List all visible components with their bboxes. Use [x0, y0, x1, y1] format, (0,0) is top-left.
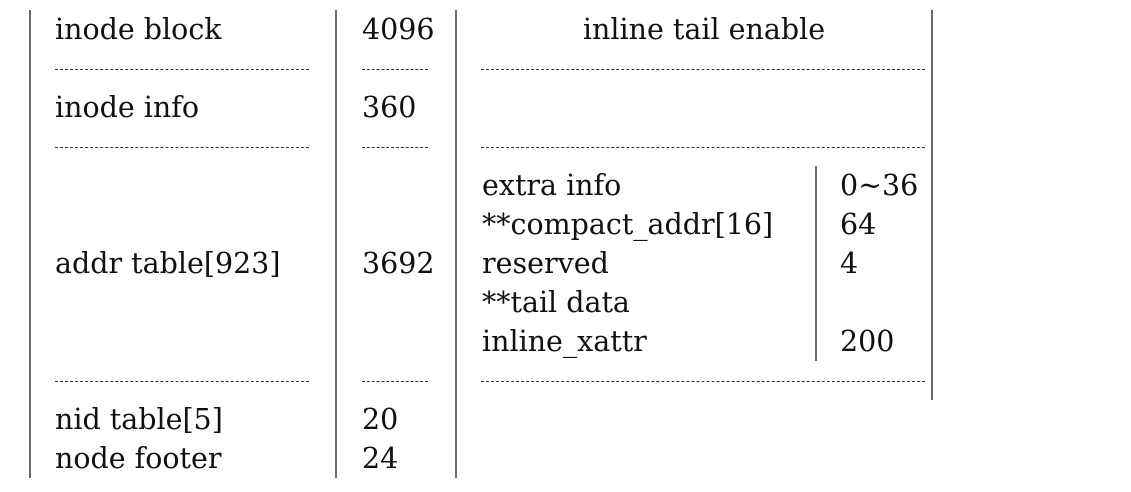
row-tail-data: **tail data [0, 283, 1131, 322]
column-border [931, 361, 933, 400]
nid-table-label: nid table[5] [55, 403, 223, 436]
addr-table-size: 3692 [362, 247, 435, 280]
column-border [29, 127, 31, 166]
column-border [335, 88, 337, 127]
inode-block-size: 4096 [362, 13, 435, 46]
column-border [29, 10, 31, 49]
column-border [29, 322, 31, 361]
column-border [29, 400, 31, 439]
separator-row [0, 361, 1131, 400]
column-border [815, 244, 817, 283]
column-border [29, 88, 31, 127]
separator-row [0, 49, 1131, 88]
dashed-separator [362, 69, 428, 70]
column-border [455, 439, 457, 478]
column-border [455, 49, 457, 88]
field-compact-addr-size: 64 [840, 208, 877, 241]
inode-block-label: inode block [55, 13, 222, 46]
column-border [931, 205, 933, 244]
row-inline-xattr: inline_xattr 200 [0, 322, 1131, 361]
field-compact-addr-label: **compact_addr[16] [482, 208, 774, 241]
dashed-separator [481, 69, 925, 70]
column-border [455, 88, 457, 127]
field-reserved-size: 4 [840, 247, 859, 280]
column-border [455, 10, 457, 49]
column-border [29, 439, 31, 478]
nid-table-size: 20 [362, 403, 399, 436]
row-inode-block: inode block 4096 inline tail enable [0, 10, 1131, 49]
column-border [29, 205, 31, 244]
column-border [931, 244, 933, 283]
dashed-separator [55, 147, 309, 148]
dashed-separator [55, 69, 309, 70]
column-border [29, 166, 31, 205]
column-border [455, 400, 457, 439]
row-extra-info: extra info 0~36 [0, 166, 1131, 205]
dashed-separator [362, 147, 428, 148]
column-border [335, 166, 337, 205]
column-border [335, 322, 337, 361]
node-footer-size: 24 [362, 442, 399, 475]
inode-info-size: 360 [362, 91, 417, 124]
column-border [455, 283, 457, 322]
column-border [335, 49, 337, 88]
column-border [455, 244, 457, 283]
row-compact-addr: **compact_addr[16] 64 [0, 205, 1131, 244]
inline-tail-title: inline tail enable [582, 13, 826, 46]
column-border [455, 166, 457, 205]
dashed-separator [481, 381, 925, 382]
column-border [815, 166, 817, 205]
column-border [335, 244, 337, 283]
column-border [931, 88, 933, 127]
field-tail-data-label: **tail data [482, 286, 630, 319]
column-border [815, 283, 817, 322]
separator-row [0, 127, 1131, 166]
column-border [455, 322, 457, 361]
column-border [931, 49, 933, 88]
row-addr-table: addr table[923] 3692 reserved 4 [0, 244, 1131, 283]
field-extra-info-label: extra info [482, 169, 622, 202]
column-border [931, 283, 933, 322]
column-border [931, 10, 933, 49]
column-border [455, 361, 457, 400]
column-border [335, 205, 337, 244]
row-node-footer: node footer 24 [0, 439, 1131, 478]
column-border [931, 166, 933, 205]
column-border [335, 127, 337, 166]
column-border [931, 322, 933, 361]
column-border [335, 10, 337, 49]
node-footer-label: node footer [55, 442, 222, 475]
column-border [29, 49, 31, 88]
row-inode-info: inode info 360 [0, 88, 1131, 127]
field-reserved-label: reserved [482, 247, 609, 280]
column-border [29, 244, 31, 283]
dashed-separator [481, 147, 925, 148]
inode-info-label: inode info [55, 91, 199, 124]
column-border [335, 439, 337, 478]
dashed-separator [55, 381, 309, 382]
field-extra-info-size: 0~36 [840, 169, 919, 202]
dashed-separator [362, 381, 428, 382]
field-inline-xattr-size: 200 [840, 325, 895, 358]
column-border [29, 361, 31, 400]
column-border [335, 283, 337, 322]
column-border [335, 361, 337, 400]
row-nid-table: nid table[5] 20 [0, 400, 1131, 439]
column-border [815, 322, 817, 361]
field-inline-xattr-label: inline_xattr [482, 325, 647, 358]
column-border [455, 205, 457, 244]
column-border [335, 400, 337, 439]
column-border [815, 205, 817, 244]
column-border [455, 127, 457, 166]
column-border [931, 127, 933, 166]
addr-table-label: addr table[923] [55, 247, 281, 280]
column-border [29, 283, 31, 322]
